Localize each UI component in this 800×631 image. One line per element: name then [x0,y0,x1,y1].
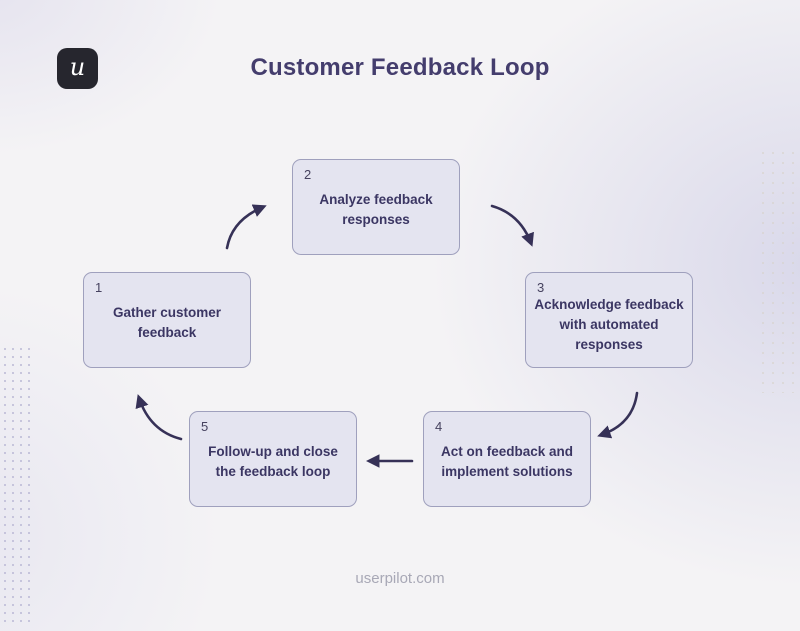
page-title: Customer Feedback Loop [250,54,550,81]
step-number: 3 [537,280,545,295]
arrow-step2-to-step3-icon [490,204,534,247]
dot-pattern-right [758,148,796,393]
arrow-step3-to-step4-icon [597,391,639,439]
step-label: Acknowledge feedback with automated resp… [534,297,684,352]
dot-pattern-left [1,345,31,627]
footer-url: userpilot.com [355,570,445,587]
step-number: 2 [304,167,312,182]
step-label: Gather customer feedback [112,305,222,340]
userpilot-logo: u [57,48,98,89]
step-card-3: 3 Acknowledge feedback with automated re… [525,272,693,368]
step-label: Act on feedback and implement solutions [440,444,574,479]
step-label: Follow-up and close the feedback loop [208,444,338,479]
step-card-5: 5 Follow-up and close the feedback loop [189,411,357,507]
step-card-2: 2 Analyze feedback responses [292,159,460,255]
step-number: 4 [435,419,443,434]
step-card-4: 4 Act on feedback and implement solution… [423,411,591,507]
step-number: 1 [95,280,103,295]
step-card-1: 1 Gather customer feedback [83,272,251,368]
arrow-step5-to-step1-icon [135,394,183,441]
logo-u-letter: u [69,53,86,81]
step-label: Analyze feedback responses [319,192,433,227]
arrow-step1-to-step2-icon [225,204,267,250]
step-number: 5 [201,419,209,434]
